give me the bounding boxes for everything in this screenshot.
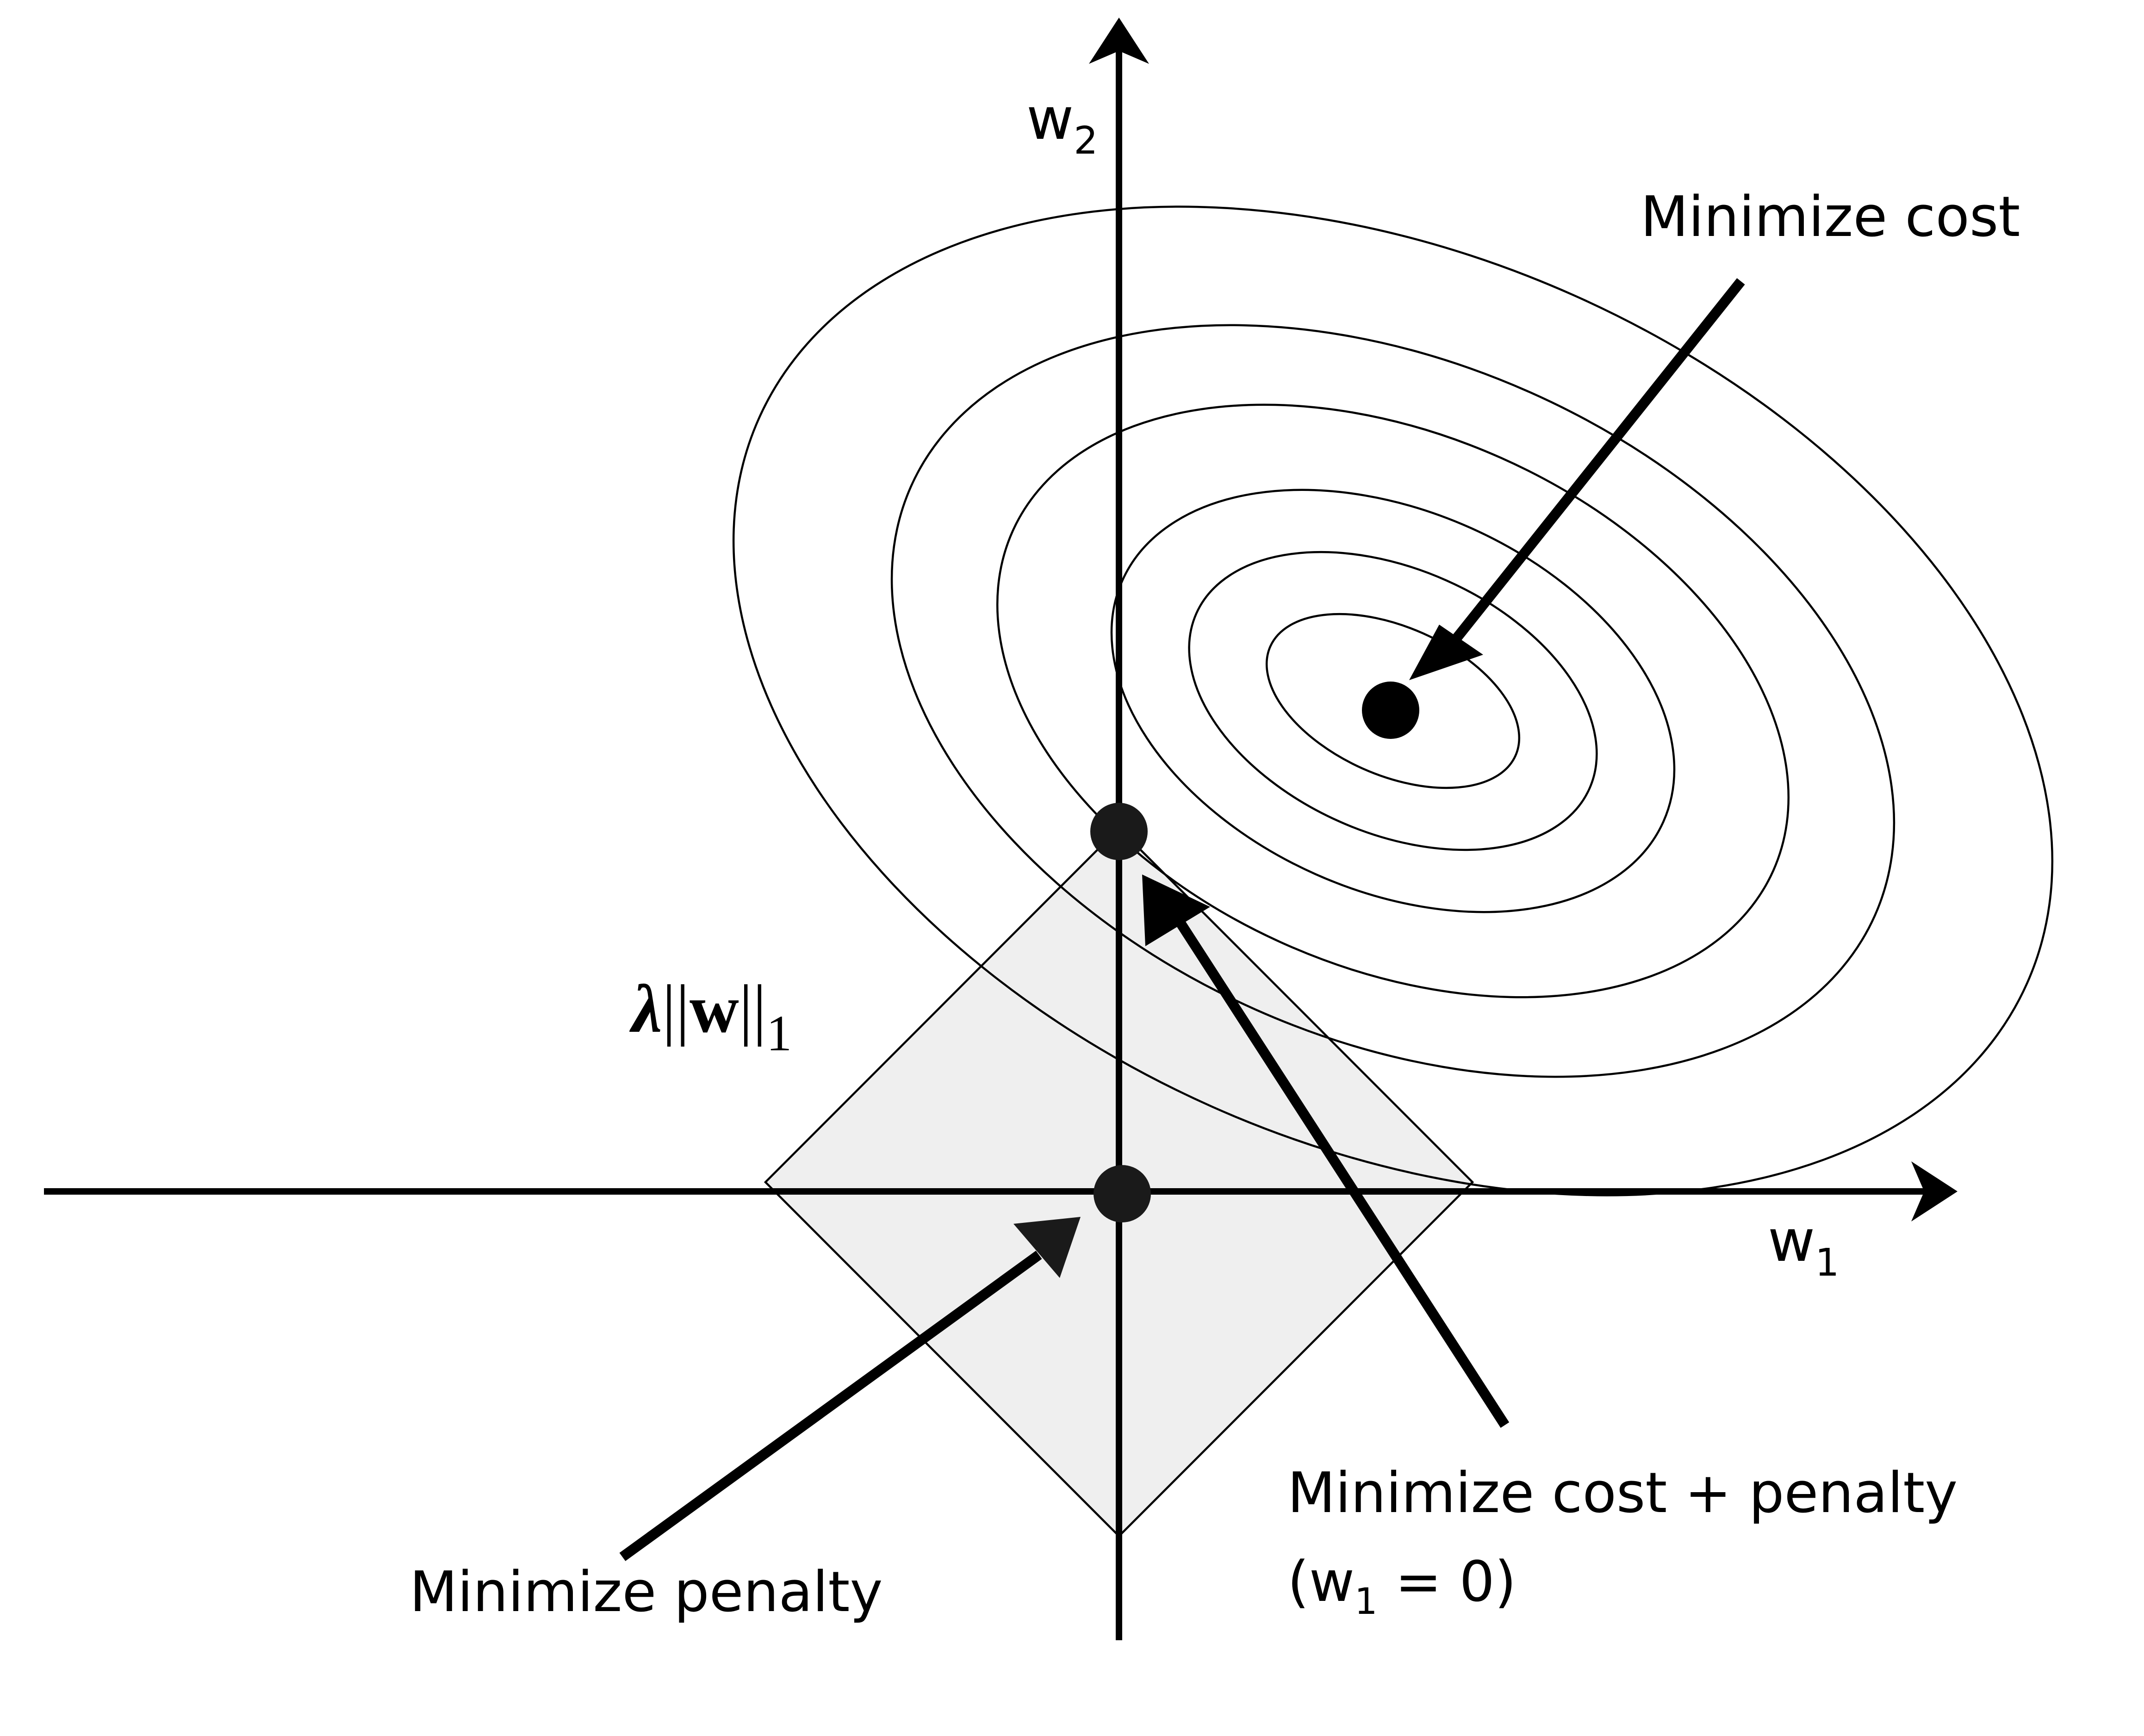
y-axis-arrowhead [1089, 18, 1149, 64]
minimize-cost-arrow [1409, 278, 1745, 680]
cost-contour-1 [1265, 613, 1521, 789]
w1-zero-label: (w1 = 0) [1287, 1550, 1516, 1623]
minimize-cost-arrowhead [1409, 625, 1483, 680]
minimize-cost-penalty-arrowhead [1142, 874, 1210, 946]
penalty-label: λ||w||1 [629, 971, 792, 1061]
x-axis-label: w1 [1768, 1208, 1839, 1285]
cost-contour-5 [890, 324, 1895, 1078]
minimize-cost-label: Minimize cost [1641, 185, 2020, 249]
cost-contours [732, 205, 2054, 1197]
minimize-penalty-arrow [619, 1217, 1081, 1561]
cost-minimum-point [1362, 682, 1419, 739]
y-axis-label: w2 [1026, 86, 1098, 163]
cost-contour-6 [732, 205, 2054, 1197]
penalty-minimum-point [1094, 1165, 1151, 1222]
x-axis-arrowhead [1911, 1161, 1958, 1221]
cost-contour-2 [1188, 551, 1598, 851]
minimize-cost-penalty-label: Minimize cost + penalty [1287, 1461, 1958, 1525]
cost-contour-4 [996, 403, 1790, 998]
cost-penalty-minimum-point [1090, 803, 1148, 860]
cost-contour-3 [1110, 489, 1676, 913]
x-axis [44, 1161, 1958, 1221]
minimize-penalty-arrowhead [1013, 1217, 1081, 1278]
minimize-penalty-label: Minimize penalty [410, 1560, 882, 1624]
minimize-cost-penalty-arrow [1142, 874, 1510, 1428]
